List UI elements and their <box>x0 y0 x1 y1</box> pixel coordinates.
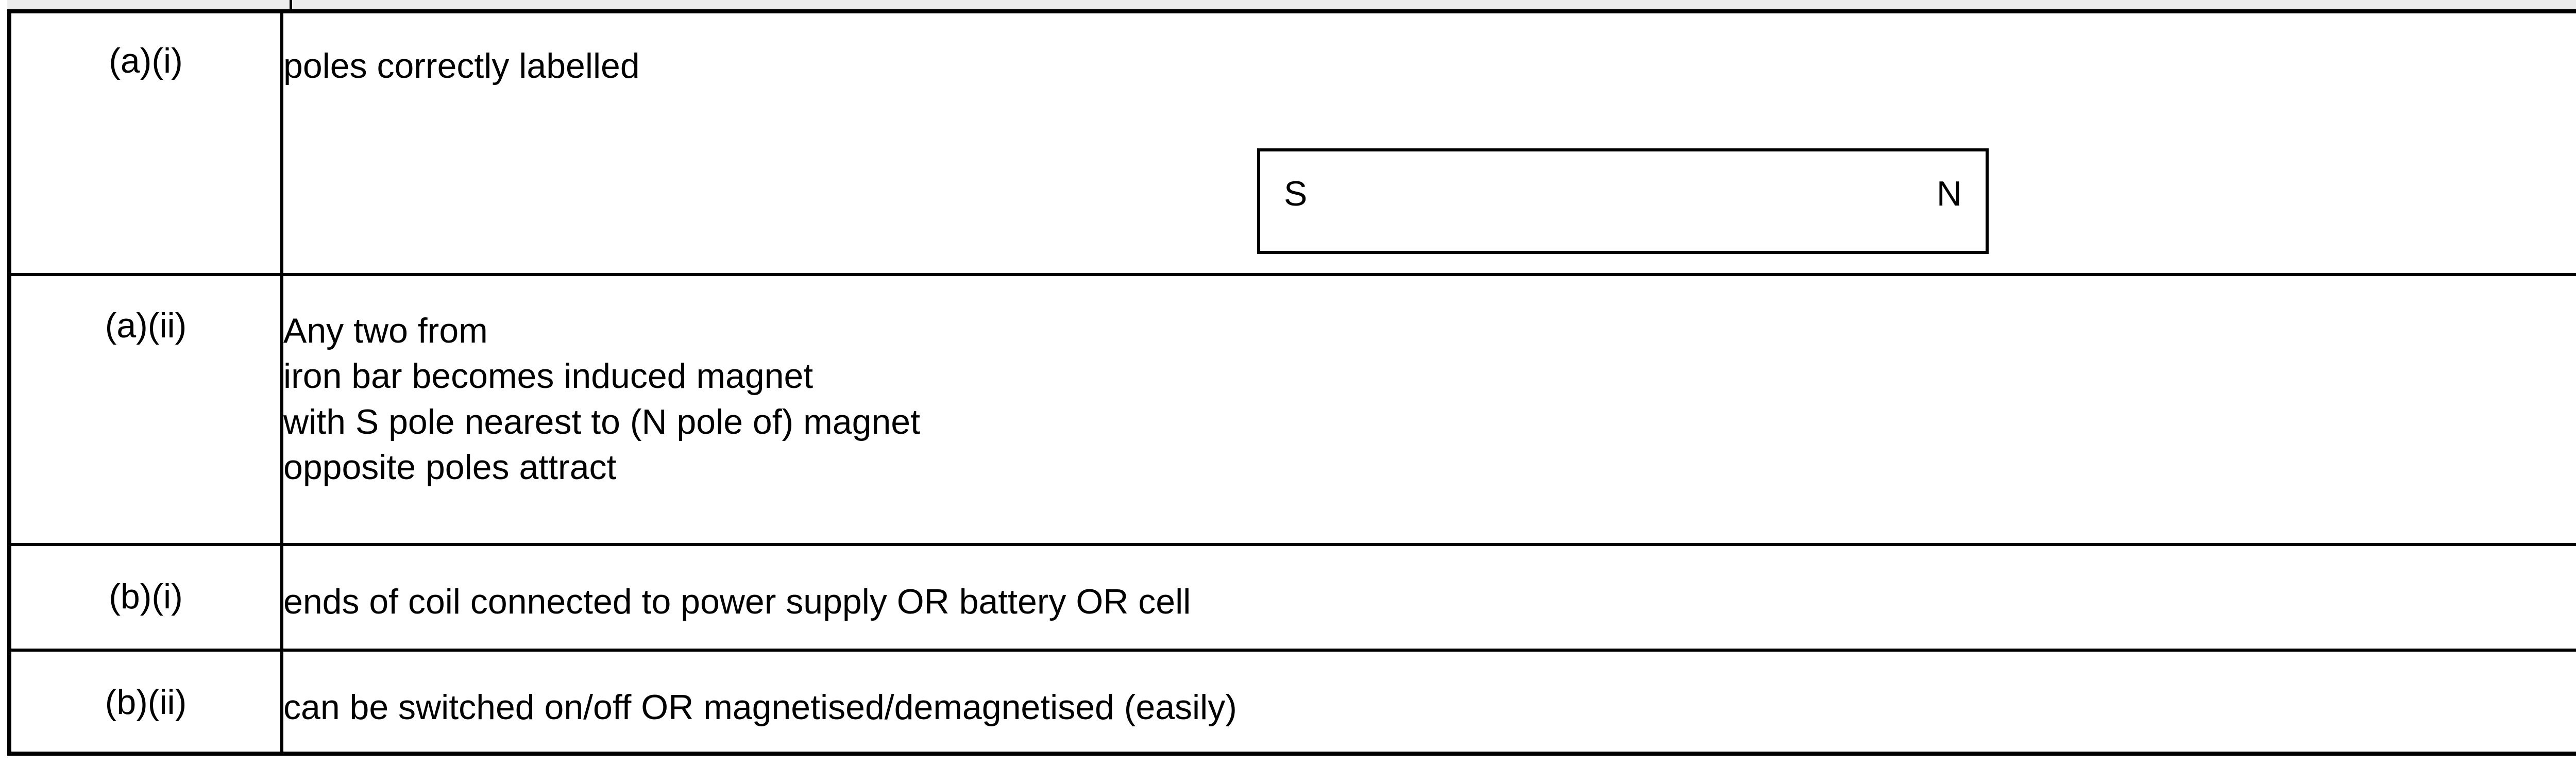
table-border-left <box>7 9 11 756</box>
table-border-top <box>7 9 2576 13</box>
answer-line: ends of coil connected to power supply O… <box>283 582 1191 621</box>
cell-part-label: (b)(i) <box>109 577 183 616</box>
table-row: (a)(ii) Any two from iron bar becomes in… <box>7 276 2576 543</box>
partial-row-strip-above <box>7 0 2576 9</box>
row-divider-1 <box>7 273 2576 276</box>
answer-line: opposite poles attract <box>283 448 617 487</box>
cell-answer: poles correctly labelled <box>283 43 2576 89</box>
table-row: (a)(i) poles correctly labelled S N B1 <box>7 13 2576 273</box>
answer-line: can be switched on/off OR magnetised/dem… <box>283 688 1237 727</box>
magnet-pole-n-label: N <box>1936 174 1962 213</box>
bar-magnet-diagram: S N <box>1257 148 1989 254</box>
cell-answer: Any two from iron bar becomes induced ma… <box>283 308 2576 490</box>
cell-answer: ends of coil connected to power supply O… <box>283 579 2576 624</box>
answer-line: Any two from <box>283 311 488 350</box>
partial-row-column-divider <box>290 0 292 9</box>
mark-scheme-table: (a)(i) poles correctly labelled S N B1 (… <box>7 9 2576 756</box>
row-divider-3 <box>7 649 2576 652</box>
cell-part-label: (a)(ii) <box>105 306 187 345</box>
row-divider-2 <box>7 543 2576 546</box>
magnet-pole-s-label: S <box>1284 174 1308 213</box>
table-row: (b)(i) ends of coil connected to power s… <box>7 546 2576 649</box>
answer-line: iron bar becomes induced magnet <box>283 356 814 396</box>
cell-part-label: (b)(ii) <box>105 683 187 722</box>
cell-answer: can be switched on/off OR magnetised/dem… <box>283 685 2576 730</box>
answer-line: with S pole nearest to (N pole of) magne… <box>283 402 920 441</box>
cell-part-label: (a)(i) <box>109 41 183 80</box>
answer-line: poles correctly labelled <box>283 46 640 86</box>
column-divider-part <box>280 9 283 756</box>
table-row: (b)(ii) can be switched on/off OR magnet… <box>7 652 2576 752</box>
table-border-bottom <box>7 752 2576 756</box>
